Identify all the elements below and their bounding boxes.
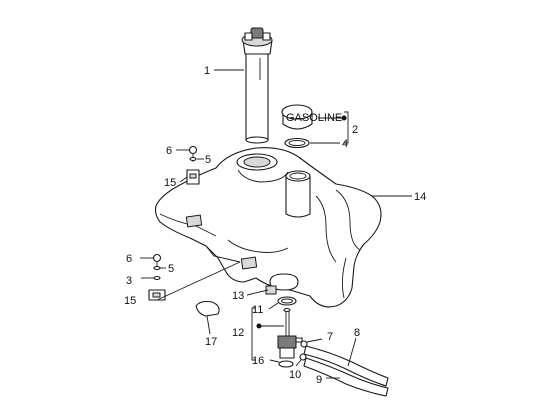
callout-14: 14 <box>414 191 426 203</box>
tap-seal <box>278 360 294 368</box>
callout-5-upper: 5 <box>205 154 211 166</box>
spring-clip <box>195 300 220 317</box>
callout-8: 8 <box>354 327 360 339</box>
callout-13: 13 <box>232 290 244 302</box>
callout-6-upper: 6 <box>166 145 172 157</box>
cap-lettering: GASOLINE <box>286 112 342 124</box>
callout-7: 7 <box>327 331 333 343</box>
callout-12: 12 <box>232 327 244 339</box>
fitting-7 <box>300 340 308 348</box>
fuel-filler-cap: GASOLINE <box>281 104 342 130</box>
leader-lines <box>140 69 412 379</box>
fuel-hoses <box>303 345 389 397</box>
callout-11: 11 <box>252 304 263 316</box>
callout-16: 16 <box>252 355 264 367</box>
cap-seal-ring-inner <box>288 140 306 146</box>
fitting-10 <box>299 353 307 361</box>
callout-9: 9 <box>316 374 322 386</box>
callout-6-lower: 6 <box>126 253 132 265</box>
callout-1: 1 <box>204 65 210 77</box>
callout-4: 4 <box>342 138 348 150</box>
o-ring <box>277 296 297 306</box>
callout-10: 10 <box>289 369 301 381</box>
callout-17: 17 <box>205 336 217 348</box>
lower-mount-hardware <box>148 253 166 301</box>
fuel-tank <box>154 147 382 308</box>
callout-15-lower: 15 <box>124 295 136 307</box>
callout-5-lower: 5 <box>168 263 174 275</box>
fuel-level-sender <box>241 27 273 144</box>
fuel-tap <box>277 307 303 359</box>
callout-3: 3 <box>126 275 132 287</box>
callout-15-upper: 15 <box>164 177 176 189</box>
hose-clamp <box>265 273 299 295</box>
callout-2: 2 <box>352 124 358 136</box>
callout-labels: 1 2 3 4 5 5 6 6 7 8 9 10 11 12 13 14 15 … <box>124 65 426 386</box>
upper-mount-hardware <box>186 145 200 185</box>
